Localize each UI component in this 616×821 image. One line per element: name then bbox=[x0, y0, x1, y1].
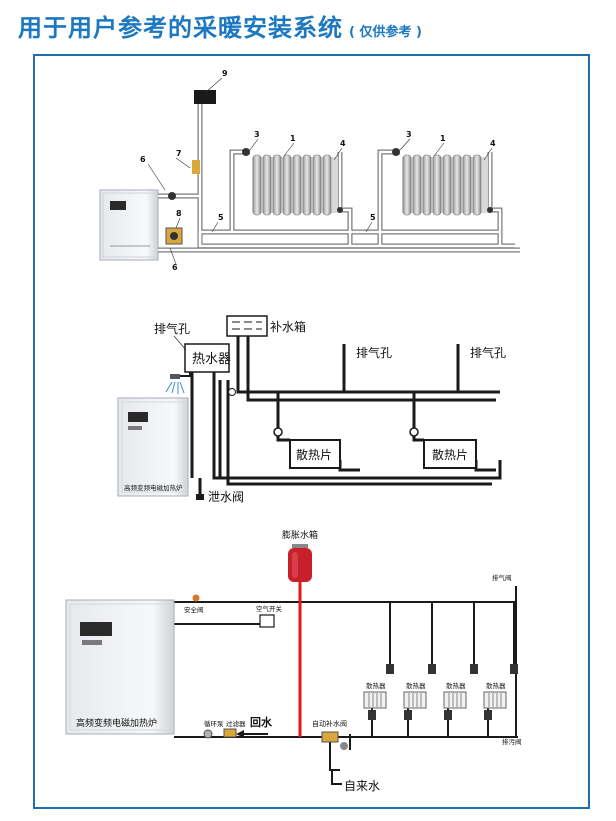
boiler-2-name: 高频变频电磁加热炉 bbox=[124, 483, 183, 492]
label-vent-left: 排气孔 bbox=[154, 321, 190, 336]
label-vent-mid: 排气孔 bbox=[356, 345, 392, 360]
page-title: 用于用户参考的采暖安装系统 ( 仅供参考 ) bbox=[18, 8, 422, 42]
valves-1 bbox=[168, 148, 493, 213]
label-makeup-tank: 补水箱 bbox=[270, 319, 306, 334]
label-drain-valve: 泄水阀 bbox=[208, 490, 244, 504]
label-drain-valve: 排污阀 bbox=[502, 737, 522, 746]
pipes-2 bbox=[190, 335, 502, 496]
label-radiator-b: 散热器 bbox=[406, 681, 426, 690]
radiators-3 bbox=[363, 691, 507, 709]
boiler-1 bbox=[99, 189, 159, 261]
boiler-3: 高频变频电磁加热炉 bbox=[65, 599, 175, 735]
pump-filter-3 bbox=[203, 728, 237, 739]
pipes-3 bbox=[174, 586, 518, 771]
callout-1b: 1 bbox=[440, 134, 446, 143]
title-note: ( 仅供参考 ) bbox=[349, 25, 422, 40]
radiator-1b bbox=[402, 154, 488, 216]
boiler-3-name: 高频变频电磁加热炉 bbox=[76, 717, 157, 729]
safety-valve-icon bbox=[192, 594, 200, 602]
label-radiator-1: 散热片 bbox=[296, 447, 332, 462]
shower-icon bbox=[165, 374, 185, 394]
callout-4a: 4 bbox=[340, 139, 346, 148]
pump-1 bbox=[165, 227, 183, 245]
label-air-switch: 空气开关 bbox=[256, 604, 283, 613]
callout-7: 7 bbox=[176, 149, 182, 158]
label-vent-right: 排气孔 bbox=[470, 345, 506, 360]
callout-3a: 3 bbox=[254, 130, 260, 139]
diagram-2: 高频变频电磁加热炉 排气孔 补水箱 热水器 排气孔 排气孔 散热片 散热片 泄水… bbox=[117, 315, 506, 504]
label-filter: 过滤器 bbox=[226, 719, 246, 728]
label-radiator-c: 散热器 bbox=[446, 681, 466, 690]
callout-1a: 1 bbox=[290, 134, 296, 143]
label-auto-fill-valve: 自动补水阀 bbox=[312, 719, 347, 728]
water-heater-box bbox=[184, 343, 230, 373]
makeup-tank-2 bbox=[226, 315, 268, 337]
auto-fill-valve-3 bbox=[321, 731, 348, 750]
callout-6b: 6 bbox=[172, 263, 178, 272]
title-main: 用于用户参考的采暖安装系统 bbox=[18, 14, 343, 42]
label-radiator-d: 散热器 bbox=[486, 681, 506, 690]
label-return-water: 回水 bbox=[250, 715, 273, 729]
callout-6a: 6 bbox=[140, 155, 146, 164]
radiator-2a bbox=[289, 439, 341, 469]
radiator-2b bbox=[423, 439, 477, 469]
label-water-heater: 热水器 bbox=[192, 352, 231, 367]
callout-3b: 3 bbox=[406, 130, 412, 139]
callout-9: 9 bbox=[222, 69, 228, 78]
label-radiator-a: 散热器 bbox=[366, 681, 386, 690]
label-radiator-2: 散热片 bbox=[432, 447, 468, 462]
callout-8: 8 bbox=[176, 209, 182, 218]
diagram-3: 高频变频电磁加热炉 膨胀水箱 安全阀 空气开关 排气阀 散热器 散热器 散热器 … bbox=[65, 529, 522, 793]
callout-4b: 4 bbox=[490, 139, 496, 148]
return-arrow-icon bbox=[236, 730, 244, 738]
label-tap-water: 自来水 bbox=[344, 779, 380, 793]
label-safety-valve: 安全阀 bbox=[184, 605, 204, 614]
radiator-1a bbox=[252, 154, 338, 216]
label-vent-valve: 排气阀 bbox=[492, 573, 512, 582]
expansion-tank-1 bbox=[194, 90, 216, 104]
label-circ-pump: 循环泵 bbox=[204, 719, 224, 728]
callout-5a: 5 bbox=[218, 213, 224, 222]
air-switch-box bbox=[259, 614, 275, 628]
label-expansion-tank: 膨胀水箱 bbox=[282, 529, 318, 541]
expansion-tank-3 bbox=[288, 544, 312, 582]
diagram-1: 9 7 6 8 6 5 3 1 4 3 1 4 5 bbox=[99, 69, 520, 272]
callout-5b: 5 bbox=[370, 213, 376, 222]
boiler-2: 高频变频电磁加热炉 bbox=[117, 397, 189, 497]
